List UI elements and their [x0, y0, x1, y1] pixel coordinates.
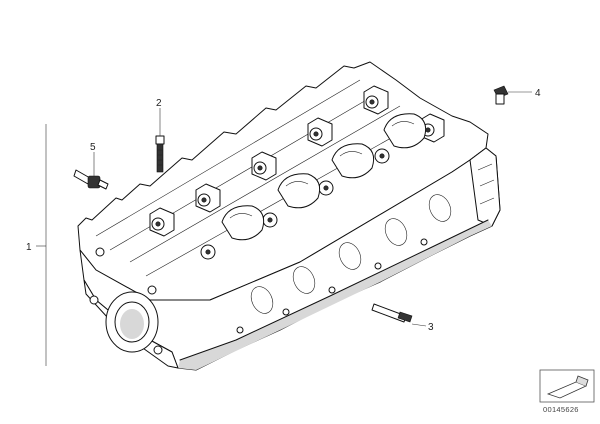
- callout-labels: 1 2 3 4 5: [26, 88, 541, 333]
- stud-part-3: [371, 303, 413, 323]
- callout-3: 3: [428, 322, 434, 333]
- callout-4: 4: [535, 88, 541, 99]
- folded-page-arrow-icon: [546, 375, 589, 399]
- combustion-chamber-pockets: [221, 113, 427, 241]
- front-end-face: [83, 247, 179, 369]
- cam-bearing-saddles: [149, 85, 445, 260]
- document-id-box: 00145626: [539, 369, 595, 414]
- plug-part-4: [493, 85, 509, 105]
- side-wall-openings: [236, 194, 452, 334]
- document-number: 00145626: [543, 405, 579, 414]
- sensor-part-5: [73, 169, 109, 190]
- callout-5: 5: [90, 142, 96, 153]
- callout-1: 1: [26, 242, 32, 253]
- bolt-part-2: [155, 135, 165, 173]
- leader-lines: [36, 91, 532, 366]
- callout-2: 2: [156, 98, 162, 109]
